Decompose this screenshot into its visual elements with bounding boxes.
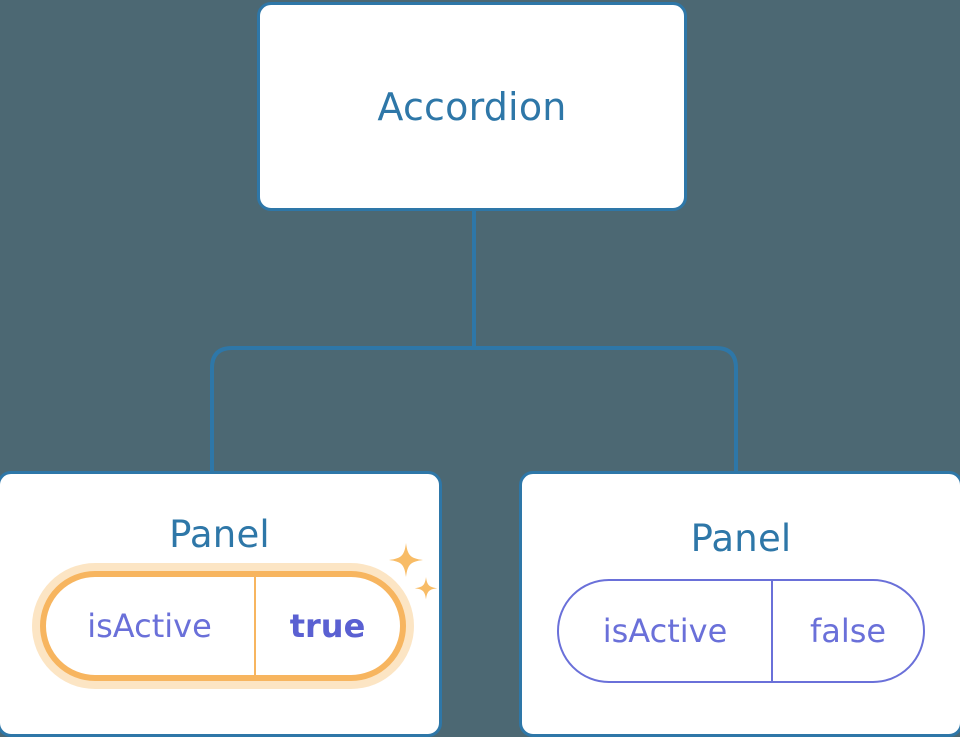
prop-pill-wrap-right: isActive false [557,579,925,683]
node-card-accordion[interactable]: Accordion [257,2,687,211]
node-card-panel-right[interactable]: Panel isActive false [519,471,960,737]
node-title-accordion: Accordion [377,84,567,129]
prop-value-right: false [809,612,887,650]
node-title-panel-left: Panel [169,513,270,556]
node-title-panel-right: Panel [690,517,792,560]
prop-pill-isactive-false[interactable]: isActive false [557,579,925,683]
connector-branch-right [474,346,738,471]
prop-pill-isactive-true[interactable]: isActive true [39,571,406,681]
prop-value-left: true [289,607,366,645]
prop-key-right: isActive [559,581,773,681]
connector-branch-left [210,346,474,471]
prop-key-left: isActive [46,577,256,675]
prop-pill-wrap-left: isActive true [39,571,406,681]
node-card-panel-left[interactable]: Panel isActive true [0,471,442,737]
